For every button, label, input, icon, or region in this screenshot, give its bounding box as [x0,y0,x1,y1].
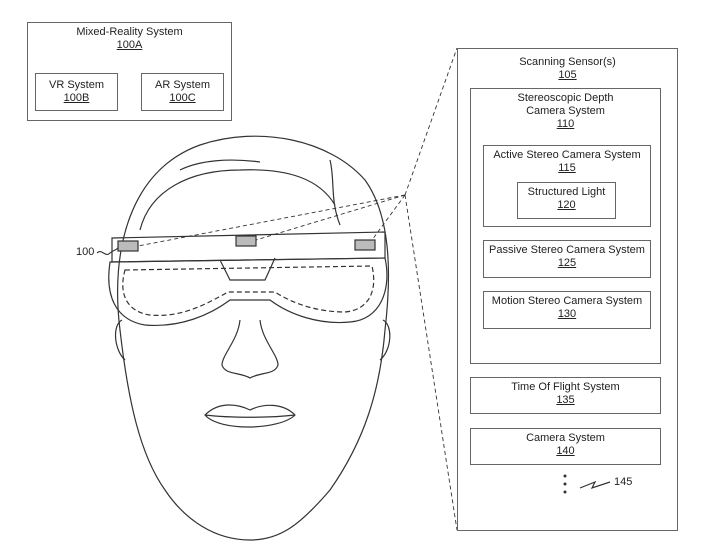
ar-title: AR System [154,79,210,91]
active-title: Active Stereo Camera System [493,149,641,161]
scanning-title: Scanning Sensor(s) [519,56,616,68]
motion-ref: 130 [557,308,577,320]
active-ref: 115 [558,162,576,174]
motion-stereo-box: Motion Stereo Camera System 130 [483,291,651,329]
active-stereo-box: Active Stereo Camera System 115 [483,145,651,227]
sensor-left [117,240,139,252]
sensor-center [235,235,257,247]
ref-100-squiggle [96,247,119,256]
mixed-reality-ref: 100A [116,39,143,51]
visor-lens [108,257,388,327]
leader-left [137,194,406,247]
left-ear [115,319,126,361]
camera-system-box: Camera System 140 [470,428,661,465]
head-outline [117,135,390,541]
structured-light-box: Structured Light 120 [517,182,616,219]
ar-ref: 100C [169,92,196,104]
hmd-ref-label: 100 [76,246,95,258]
ar-system-box: AR System 100C [141,73,224,111]
right-ear [379,319,391,361]
mixed-reality-title: Mixed-Reality System [76,26,183,38]
camera-ref: 140 [556,445,575,457]
mouth [204,404,296,428]
stereo-title-line2: Camera System [526,105,605,117]
passive-stereo-box: Passive Stereo Camera System 125 [483,240,651,278]
leader-right [371,194,406,241]
scanning-ref: 105 [558,69,577,81]
leader-center [255,194,406,241]
structured-title: Structured Light [527,186,606,198]
nose [221,319,279,379]
more-sensors-ref: 145 [614,476,633,488]
sensor-right [354,239,376,251]
ref-145-squiggle [579,480,611,490]
stereo-title-line1: Stereoscopic Depth [517,92,614,104]
stereo-ref: 110 [556,118,575,130]
time-of-flight-box: Time Of Flight System 135 [470,377,661,414]
motion-title: Motion Stereo Camera System [491,295,643,307]
vr-title: VR System [48,79,104,91]
tof-title: Time Of Flight System [511,381,620,393]
stereo-depth-box: Stereoscopic Depth Camera System 110 [470,88,661,364]
passive-ref: 125 [557,257,577,269]
mixed-reality-system-box: Mixed-Reality System 100A [27,22,232,121]
passive-title: Passive Stereo Camera System [489,244,645,256]
vr-system-box: VR System 100B [35,73,118,111]
head-strap [139,169,336,231]
camera-title: Camera System [526,432,605,444]
scanning-sensors-box: Scanning Sensor(s) 105 [457,48,678,531]
vr-ref: 100B [63,92,90,104]
tof-ref: 135 [556,394,575,406]
structured-ref: 120 [557,199,576,211]
